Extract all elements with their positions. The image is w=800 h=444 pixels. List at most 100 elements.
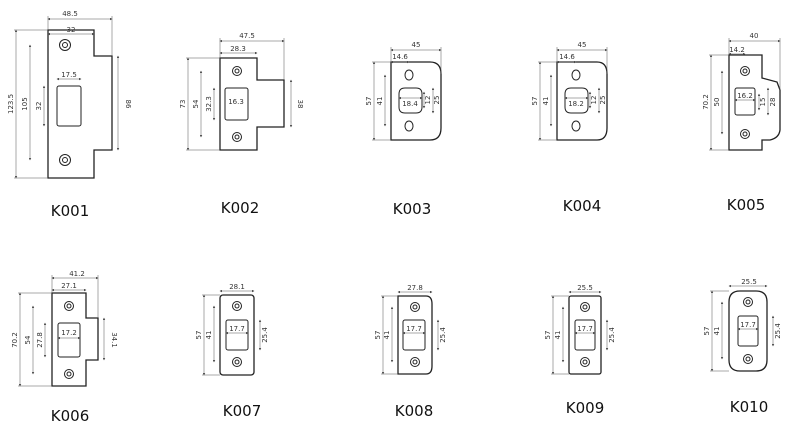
plate-k008-slot <box>402 319 426 351</box>
plate-k006-dim-6: 27.8 <box>36 332 44 348</box>
plate-k006: 41.2 27.1 17.2 70.2 54 27.8 34.1 K006 <box>11 270 118 425</box>
plate-k003: 45 14.6 18.4 57 41 12 25 K003 <box>365 41 442 218</box>
plate-k002-dim-5: 54 <box>192 99 200 108</box>
plate-k003-dim-4: 57 <box>365 97 373 106</box>
plate-k001-dim-5: 105 <box>21 97 29 110</box>
plate-k004-dim-2: 14.6 <box>559 53 575 61</box>
plate-k005-slot <box>734 87 756 116</box>
plate-k003-dim-6: 12 <box>424 96 432 105</box>
plate-k009-dim-3: 57 <box>544 331 552 340</box>
plate-k006-dim-1: 41.2 <box>69 270 85 278</box>
plate-k009-dim-5: 25.4 <box>608 327 616 343</box>
plate-k010-dim-1: 25.5 <box>741 278 757 286</box>
plate-k002-outline <box>219 57 285 151</box>
plate-k010: 25.5 17.7 57 41 25.4 K010 <box>703 278 782 416</box>
plate-k003-bottom-hole <box>404 120 414 132</box>
plate-k010-top-hole-inner <box>745 299 751 305</box>
plate-k010-code: K010 <box>730 398 768 416</box>
plate-k003-slot <box>398 87 423 114</box>
plate-k007: 28.1 17.7 57 41 25.4 K007 <box>195 283 269 420</box>
plate-k008-dim-1: 27.8 <box>407 284 423 292</box>
plate-k001-slot <box>56 85 82 127</box>
plate-k001: 48.5 32 17.5 123.5 105 32 86 K001 <box>7 10 132 220</box>
plate-k010-bottom-hole-inner <box>745 356 751 362</box>
plate-k008-code: K008 <box>395 402 433 420</box>
plate-k006-dim-4: 70.2 <box>11 332 19 348</box>
plate-k005-code: K005 <box>727 196 765 214</box>
plate-k005-top-hole-inner <box>742 68 748 74</box>
plate-k007-dim-1: 28.1 <box>229 283 245 291</box>
plate-k005-bottom-hole-inner <box>742 131 748 137</box>
plate-k001-dim-6: 32 <box>35 102 43 111</box>
plate-k007-top-hole-inner <box>234 303 240 309</box>
plate-k004-bottom-hole <box>571 120 581 132</box>
plate-k009-dim-1: 25.5 <box>577 284 593 292</box>
plate-k002-slot <box>224 87 249 121</box>
plate-k003-dim-3: 18.4 <box>402 100 418 108</box>
plate-k009-bottom-hole-inner <box>582 359 588 365</box>
plate-k003-dim-1: 45 <box>412 41 421 49</box>
plate-k006-dim-7: 34.1 <box>110 332 118 348</box>
plate-k008-dim-3: 57 <box>374 331 382 340</box>
plate-k002-top-hole-inner <box>234 68 240 74</box>
plate-k002-dim-3: 16.3 <box>228 98 244 106</box>
plate-k007-dim-3: 57 <box>195 331 203 340</box>
plate-k005-dim-5: 50 <box>713 98 721 107</box>
plate-k009-code: K009 <box>566 399 604 417</box>
plate-k006-bottom-hole-inner <box>66 371 72 377</box>
plate-k002-dim-4: 73 <box>179 100 187 109</box>
plate-k007-bottom-hole-inner <box>234 359 240 365</box>
plate-k005-dim-7: 28 <box>769 98 777 107</box>
plate-k007-dim-4: 41 <box>205 331 213 340</box>
plate-k010-dim-5: 25.4 <box>774 323 782 339</box>
plate-k006-slot <box>57 322 81 358</box>
plate-k005-dim-2: 14.2 <box>729 46 745 54</box>
plate-k004-code: K004 <box>563 197 601 215</box>
plate-k008-dim-4: 41 <box>383 331 391 340</box>
plate-k001-dim-1: 48.5 <box>62 10 78 18</box>
plate-k008-dim-5: 25.4 <box>439 327 447 343</box>
plate-k001-top-hole-inner <box>62 42 68 48</box>
plate-k004-slot <box>564 87 589 114</box>
plate-k003-code: K003 <box>393 200 431 218</box>
plate-k007-slot <box>225 319 249 351</box>
plate-k009-dim-4: 41 <box>554 331 562 340</box>
plate-k004-dim-4: 57 <box>531 97 539 106</box>
plate-k010-dim-2: 17.7 <box>740 321 756 329</box>
plate-k010-slot <box>737 315 759 347</box>
plate-k005-dim-6: 15 <box>759 98 767 107</box>
plate-k005-dim-4: 70.2 <box>702 94 710 110</box>
plate-k006-dim-3: 17.2 <box>61 329 77 337</box>
plate-k003-dim-7: 25 <box>433 96 441 105</box>
plate-k009-dim-2: 17.7 <box>577 325 593 333</box>
plate-k001-bottom-hole-inner <box>62 157 68 163</box>
plate-k006-top-hole-inner <box>66 303 72 309</box>
plate-k008-top-hole-inner <box>412 304 418 310</box>
plate-k003-top-hole <box>404 69 414 81</box>
plate-k002-dim-6: 32.3 <box>205 96 213 112</box>
plate-k006-dim-5: 54 <box>24 335 32 344</box>
plate-k002-dim-2: 28.3 <box>230 45 246 53</box>
plate-k007-dim-5: 25.4 <box>261 327 269 343</box>
plate-k004: 45 14.6 18.2 57 41 12 25 K004 <box>531 41 608 215</box>
plate-k001-dim-7: 86 <box>124 100 132 109</box>
plate-k008: 27.8 17.7 57 41 25.4 K008 <box>374 284 447 420</box>
plate-k010-dim-4: 41 <box>713 327 721 336</box>
plate-k009-top-hole-inner <box>582 304 588 310</box>
plate-k002-code: K002 <box>221 199 259 217</box>
plate-k002-dim-1: 47.5 <box>239 32 255 40</box>
plate-k007-dim-2: 17.7 <box>229 325 245 333</box>
plate-k005-dim-3: 16.2 <box>737 92 753 100</box>
plate-k008-dim-2: 17.7 <box>406 325 422 333</box>
plate-k003-dim-2: 14.6 <box>392 53 408 61</box>
plate-k002: 47.5 28.3 16.3 73 54 32.3 38 K002 <box>179 32 304 217</box>
plate-k002-bottom-hole-inner <box>234 134 240 140</box>
plate-k004-dim-1: 45 <box>578 41 587 49</box>
plate-k006-dim-2: 27.1 <box>61 282 77 290</box>
plate-k005-dim-1: 40 <box>750 32 759 40</box>
plate-k001-dim-3: 17.5 <box>61 71 77 79</box>
plate-k002-dim-7: 38 <box>296 100 304 109</box>
plate-k009-slot <box>574 319 596 351</box>
plate-k003-dim-5: 41 <box>376 97 384 106</box>
